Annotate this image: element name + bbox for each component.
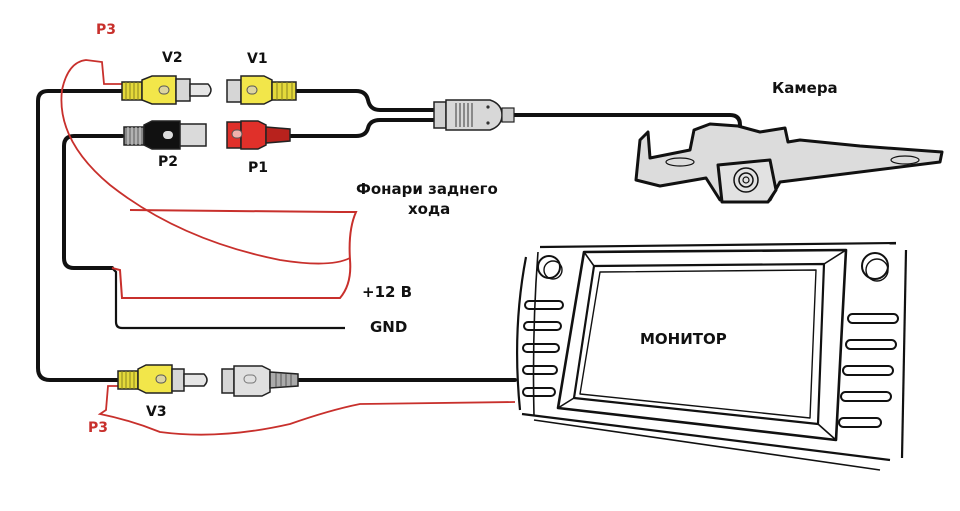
camera-cable: [512, 113, 742, 132]
monitor-unit: [516, 241, 908, 471]
plus12-wire: [111, 209, 358, 299]
v2-connector: [121, 75, 212, 105]
label-plus12: +12 В: [362, 283, 413, 301]
p1-cable: [288, 118, 442, 138]
p3-bottom-wire: [97, 385, 516, 436]
p2-power-cable: [62, 134, 124, 270]
gnd-wire: [111, 267, 345, 330]
label-v3: V3: [146, 404, 167, 420]
label-reverse-lights-2: хода: [408, 200, 451, 218]
label-v1: V1: [247, 51, 268, 67]
splitter: [433, 99, 515, 131]
label-monitor: МОНИТОР: [640, 330, 727, 348]
p2-connector: [123, 120, 207, 150]
p1-connector: [226, 120, 291, 150]
label-reverse-lights-1: Фонари заднего: [356, 180, 498, 198]
monitor-input-connector: [221, 365, 299, 397]
label-p3-top: P3: [96, 22, 117, 38]
p3-top-wire: [60, 59, 351, 265]
v1-cable: [294, 89, 442, 112]
label-gnd: GND: [370, 318, 408, 336]
label-p2: P2: [158, 154, 179, 170]
label-p1: P1: [248, 160, 269, 176]
camera: [634, 122, 944, 204]
v1-connector: [226, 75, 297, 105]
label-v2: V2: [162, 50, 183, 66]
label-camera: Камера: [772, 79, 838, 97]
v2-v3-cable: [36, 89, 124, 382]
v3-connector: [117, 364, 208, 394]
label-p3-bottom: P3: [88, 420, 109, 436]
